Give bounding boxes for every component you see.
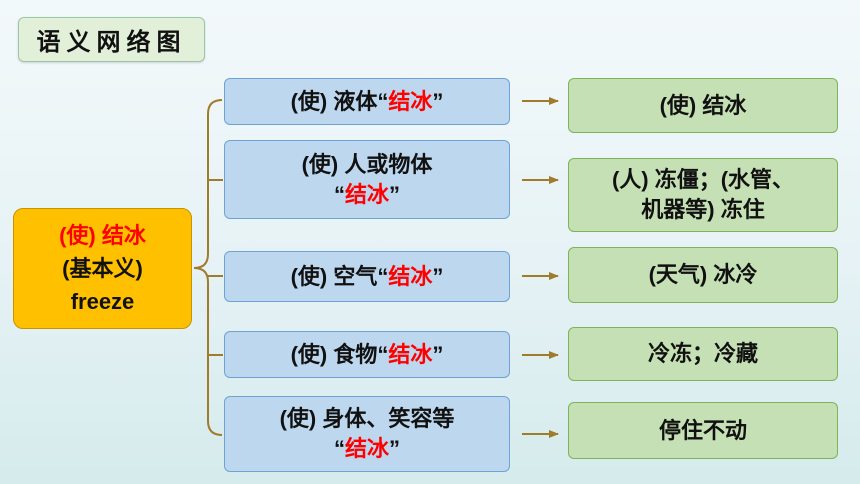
source-text: ” bbox=[389, 181, 400, 207]
source-2-line-2: “结冰” bbox=[334, 180, 400, 210]
source-highlight: 结冰 bbox=[344, 181, 389, 207]
source-box-5: (使) 身体、笑容等 “结冰” bbox=[224, 396, 510, 472]
root-concept-box: (使) 结冰 (基本义) freeze bbox=[13, 208, 192, 329]
brace-connector bbox=[193, 99, 223, 436]
source-highlight: 结冰 bbox=[388, 341, 433, 367]
source-box-2: (使) 人或物体 “结冰” bbox=[224, 140, 510, 219]
source-3-line-1: (使) 空气“结冰” bbox=[291, 262, 444, 292]
target-5-line-1: 停住不动 bbox=[658, 417, 747, 443]
source-highlight: 结冰 bbox=[344, 436, 389, 461]
source-text: (使) 人或物体 bbox=[301, 151, 433, 177]
source-box-3: (使) 空气“结冰” bbox=[224, 251, 510, 302]
source-5-line-2: “结冰” bbox=[334, 434, 400, 464]
root-line-2: (基本义) bbox=[62, 256, 143, 281]
source-text: ” bbox=[389, 436, 400, 461]
root-line-1: (使) 结冰 bbox=[59, 223, 146, 248]
source-text: (使) 身体、笑容等 bbox=[279, 406, 455, 431]
source-box-1: (使) 液体“结冰” bbox=[224, 78, 510, 125]
page-title: 语义网络图 bbox=[36, 29, 187, 56]
target-box-4: 冷冻；冷藏 bbox=[568, 327, 838, 381]
title-box: 语义网络图 bbox=[18, 17, 205, 62]
target-2-line-2: 机器等) 冻住 bbox=[641, 197, 765, 222]
target-box-5: 停住不动 bbox=[568, 402, 838, 459]
source-text: “ bbox=[333, 436, 345, 461]
source-text: (使) 食物“ bbox=[290, 341, 389, 367]
source-box-4: (使) 食物“结冰” bbox=[224, 331, 510, 378]
source-text: ” bbox=[432, 341, 444, 367]
source-5-line-1: (使) 身体、笑容等 bbox=[280, 404, 455, 434]
source-text: (使) 液体“ bbox=[290, 88, 389, 114]
target-3-line-1: (天气) 冰冷 bbox=[648, 262, 758, 287]
target-box-2: (人) 冻僵；(水管、 机器等) 冻住 bbox=[568, 158, 838, 232]
source-text: ” bbox=[432, 263, 444, 289]
source-2-line-1: (使) 人或物体 bbox=[302, 150, 433, 180]
target-2-line-1: (人) 冻僵；(水管、 bbox=[611, 167, 795, 192]
target-box-3: (天气) 冰冷 bbox=[568, 247, 838, 303]
source-text: ” bbox=[432, 88, 444, 114]
source-text: “ bbox=[333, 181, 345, 207]
source-highlight: 结冰 bbox=[388, 263, 433, 289]
target-1-line-1: (使) 结冰 bbox=[659, 92, 747, 118]
root-line-3: freeze bbox=[70, 289, 135, 314]
source-4-line-1: (使) 食物“结冰” bbox=[291, 340, 444, 370]
target-4-line-1: 冷冻；冷藏 bbox=[647, 341, 758, 366]
target-box-1: (使) 结冰 bbox=[568, 78, 838, 133]
source-1-line-1: (使) 液体“结冰” bbox=[291, 87, 444, 117]
source-text: (使) 空气“ bbox=[290, 263, 389, 289]
source-highlight: 结冰 bbox=[388, 88, 433, 114]
